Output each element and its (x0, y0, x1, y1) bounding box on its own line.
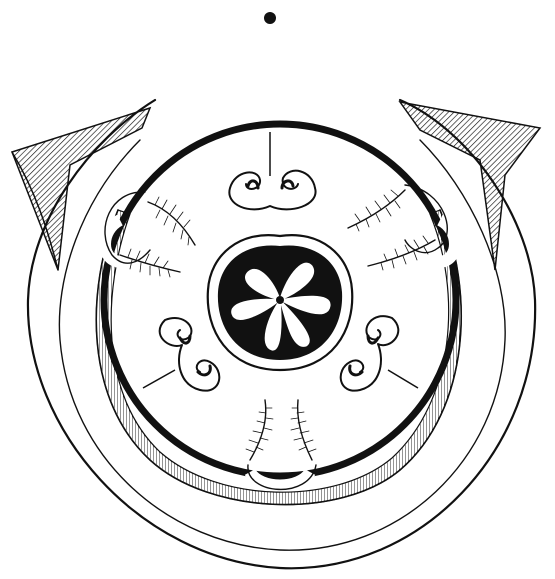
pistil (208, 235, 353, 370)
bract-right-horn (400, 102, 540, 270)
bract-left-horn (12, 108, 150, 270)
anther-top (229, 132, 315, 209)
staminode-group-right (348, 190, 435, 270)
ovary-center (276, 296, 284, 304)
anther-left (143, 318, 219, 391)
staminode-group-bottom (246, 400, 316, 460)
axis-dot (264, 12, 276, 24)
anther-right (341, 316, 418, 391)
